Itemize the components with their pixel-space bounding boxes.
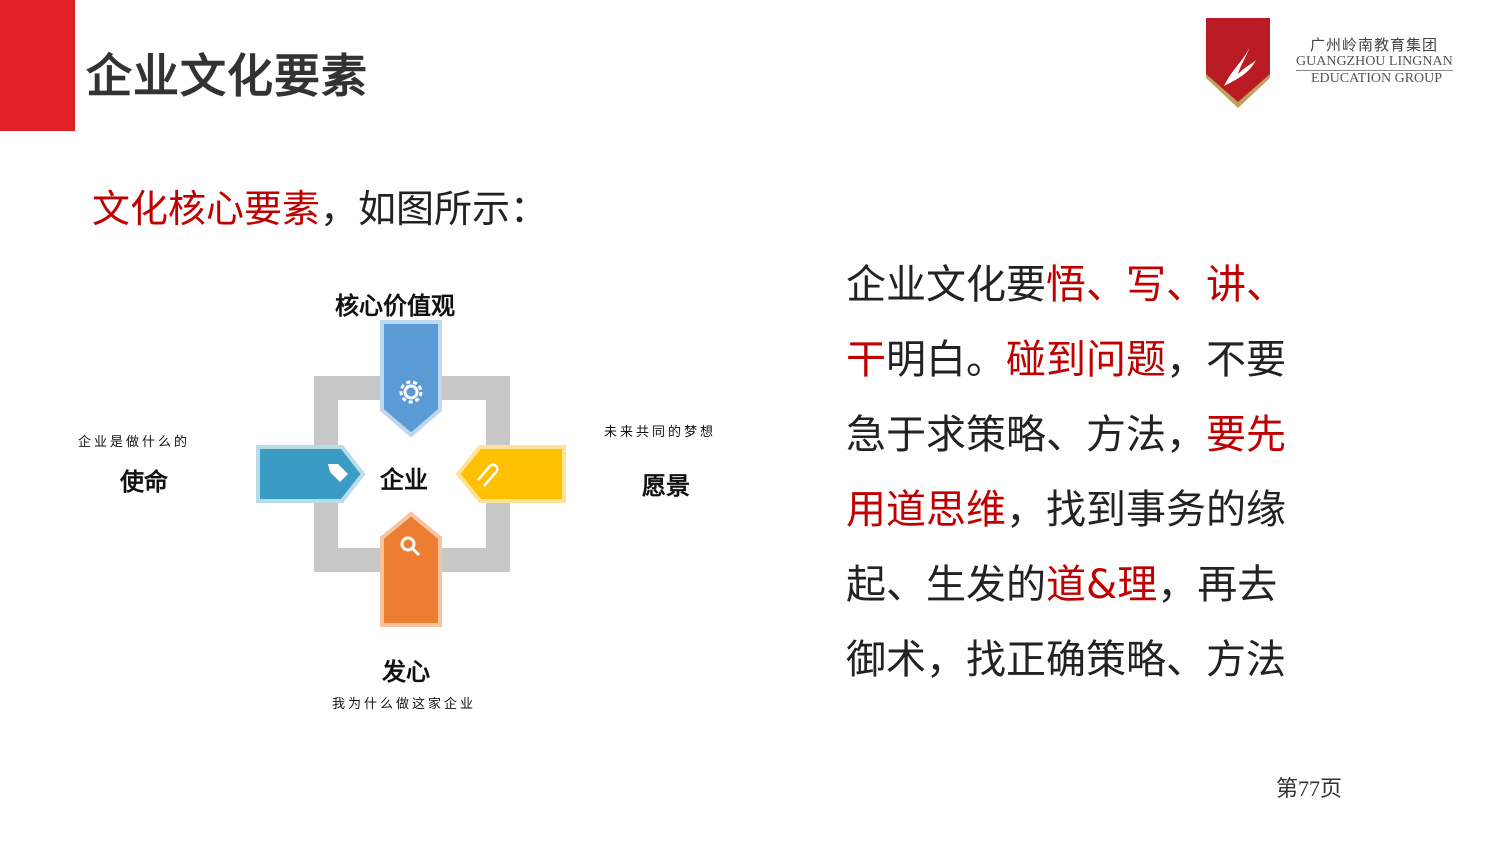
text-segment: 悟、写、讲、	[1046, 262, 1286, 308]
diagram-graphic	[256, 320, 566, 627]
body-text: 企业文化要悟、写、讲、干明白。碰到问题，不要急于求策略、方法，要先用道思维，找到…	[846, 248, 1336, 698]
culture-diagram: 核心价值观 企业 企业是做什么的 使命 未来共同的梦想 愿景 发心 我为什么做这…	[70, 280, 760, 720]
left-label: 使命	[120, 468, 168, 496]
bottom-label: 发心	[382, 658, 430, 686]
tag-icon	[328, 464, 348, 482]
body-line: 急于求策略、方法，要先	[846, 398, 1336, 473]
text-segment: 干	[846, 337, 886, 383]
gear-icon	[399, 380, 423, 404]
text-segment: 御术，找正确策略、方法	[846, 637, 1286, 683]
text-segment: 起、生发的	[846, 562, 1046, 608]
left-desc: 企业是做什么的	[78, 435, 191, 450]
text-segment: 用道思维	[846, 487, 1006, 533]
bottom-arrow	[380, 511, 442, 627]
bottom-desc: 我为什么做这家企业	[332, 697, 477, 712]
page-number: 第77页	[1276, 776, 1343, 801]
body-line: 起、生发的道&理，再去	[846, 548, 1336, 623]
top-label: 核心价值观	[335, 292, 455, 320]
paperclip-icon	[477, 463, 499, 487]
right-arrow	[455, 445, 566, 503]
left-arrow	[256, 445, 366, 503]
text-segment: 碰到问题	[1006, 337, 1166, 383]
text-segment: ，找到事务的缘	[1006, 487, 1286, 533]
text-segment: 急于求策略、方法，	[846, 412, 1206, 458]
shield-logo-icon	[1206, 18, 1270, 108]
right-desc: 未来共同的梦想	[604, 425, 717, 440]
right-label: 愿景	[642, 472, 690, 500]
text-segment: 道&理	[1046, 562, 1158, 608]
subtitle: 文化核心要素，如图所示：	[92, 187, 549, 231]
text-segment: ，不要	[1166, 337, 1286, 383]
top-arrow	[380, 320, 442, 438]
body-line: 干明白。碰到问题，不要	[846, 323, 1336, 398]
text-segment: 企业文化要	[846, 262, 1046, 308]
text-segment: 要先	[1206, 412, 1286, 458]
page-title: 企业文化要素	[86, 49, 368, 103]
search-icon	[400, 536, 421, 557]
body-line: 御术，找正确策略、方法	[846, 623, 1336, 698]
body-line: 用道思维，找到事务的缘	[846, 473, 1336, 548]
logo: 广州岭南教育集团 GUANGZHOU LINGNAN EDUCATION GRO…	[1204, 16, 1484, 114]
center-label: 企业	[380, 466, 428, 494]
body-line: 企业文化要悟、写、讲、	[846, 248, 1336, 323]
text-segment: ，再去	[1157, 562, 1278, 608]
accent-bar	[0, 0, 75, 131]
text-segment: 明白。	[886, 337, 1006, 383]
